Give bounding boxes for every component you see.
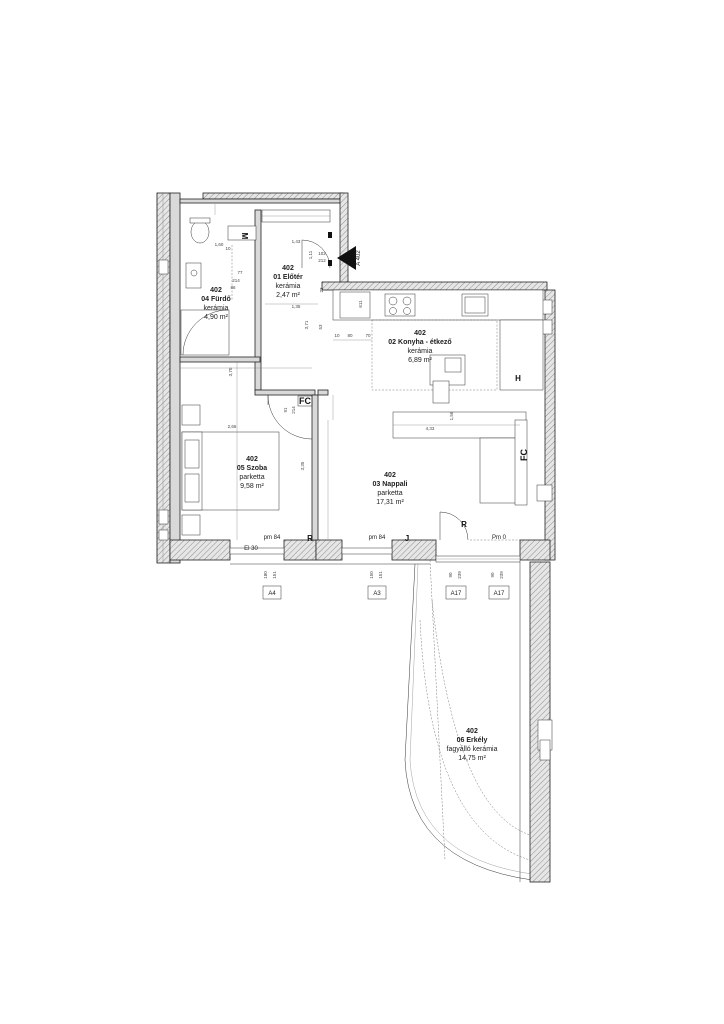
top-wall [202,192,344,200]
room-area: 6,89 m² [408,357,432,364]
window-dim: 151 [378,571,383,579]
dim: 3,70 [228,367,233,376]
room-number: 402 [210,287,222,294]
room-material: parketta [239,474,264,481]
bottom-wall-left [169,539,231,561]
windows [229,547,521,565]
room-label-nappali: 402 03 Nappali parketta 17,31 m² [372,472,407,506]
room-name: 06 Erkély [457,737,488,744]
window-tags: A4 A3 A17 A17 [262,585,510,600]
window-tag: A4 [268,591,276,597]
level-label: pm 84 [369,535,386,541]
level-label: pm 84 [264,535,281,541]
room-name: 03 Nappali [372,481,407,488]
room-material: fagyálló kerámia [447,746,498,753]
dim: 1,35 [292,304,301,309]
dim: 102 [318,251,326,256]
dim: 10 [334,333,340,338]
dim: 80 [347,333,353,338]
room-number: 402 [466,728,478,735]
fridge-tall-unit [499,319,544,391]
toilet [190,220,210,244]
dim: 53 [318,324,323,330]
bedroom [180,362,313,540]
window-dim: 90 [448,572,453,578]
j-symbol: J [405,534,409,543]
room-area: 2,47 m² [276,292,300,299]
room-number: 402 [414,330,426,337]
dim: 1,60 [215,242,224,247]
dim: 86 [230,285,236,290]
room-material: parketta [377,490,402,497]
window-dim: 90 [490,572,495,578]
room-name: 02 Konyha - étkező [388,339,451,346]
balcony [404,559,553,883]
kitchen [332,289,544,404]
dim: 77 [237,270,243,275]
dim: 1,43 [292,239,301,244]
window-dim: 180 [263,571,268,579]
left-outer-wall [156,192,171,564]
fc-symbol: FC [299,396,311,406]
dim: 212 [318,258,326,263]
room-area: 4,90 m² [204,314,228,321]
kitchen-top-wall [321,281,548,291]
window-dim: 239 [499,571,504,579]
r-symbol-living: R [461,520,467,529]
room-name: 05 Szoba [237,465,267,472]
dim: 4,33 [426,426,435,431]
wall-szoba-right [311,394,319,541]
room-label-furdo: 402 04 Fürdő kerámia 4,90 m² [201,287,231,321]
window-tag: A17 [451,591,462,597]
window-tag: A3 [373,591,381,597]
bathroom-fixtures [180,204,233,356]
dim: 3,35 [300,461,305,470]
stair-wall [339,192,349,284]
room-area: 9,58 m² [240,483,264,490]
room-area: 14,75 m² [458,755,486,762]
dim: 10 [225,246,231,251]
dim: 70 [365,333,371,338]
dim: 2,66 [228,424,237,429]
dim: 3,71 [304,320,309,329]
dim: 214 [232,278,240,283]
room-label-erkely: 402 06 Erkély fagyálló kerámia 14,75 m² [447,728,498,762]
r-symbol: R [307,534,313,543]
dim: 611 [358,300,363,308]
room-material: kerámia [204,305,229,312]
dim: 91 [283,407,288,413]
window-dim: 239 [457,571,462,579]
room-name: 04 Fürdő [201,296,231,303]
fc-symbol-right: FC [519,449,529,461]
room-label-konyha: 402 02 Konyha - étkező kerámia 6,89 m² [388,330,451,364]
dimension-labels: 1,60 1,43 102 212 1,11 77 214 86 1,35 3,… [215,239,454,470]
room-number: 402 [246,456,258,463]
dim: 1,11 [308,250,313,259]
level-label: Pm 0 [492,535,507,541]
room-material: kerámia [408,348,433,355]
cooktop [384,293,416,317]
m-symbol: M [240,233,249,240]
window-tag: A17 [494,591,505,597]
dim: 214 [291,406,296,414]
window-dim: 151 [272,571,277,579]
room-number: 402 [282,265,294,272]
hallway [227,209,332,305]
facade-left [156,193,169,563]
room-label-eloter: 402 01 Előtér kerámia 2,47 m² [273,265,303,299]
dim: 1,56 [449,411,454,420]
room-material: kerámia [276,283,301,290]
window-dim: 150 [369,571,374,579]
h-symbol: H [515,374,521,383]
dim: 23 [319,287,324,293]
room-label-szoba: 402 05 Szoba parketta 9,58 m² [237,456,267,490]
room-area: 17,31 m² [376,499,404,506]
level-label: El 30 [244,546,258,552]
room-name: 01 Előtér [273,274,303,281]
section-marker-arrow [337,246,356,270]
room-number: 402 [384,472,396,479]
living-room [327,395,528,541]
section-marker-label: A 402 [356,250,362,266]
